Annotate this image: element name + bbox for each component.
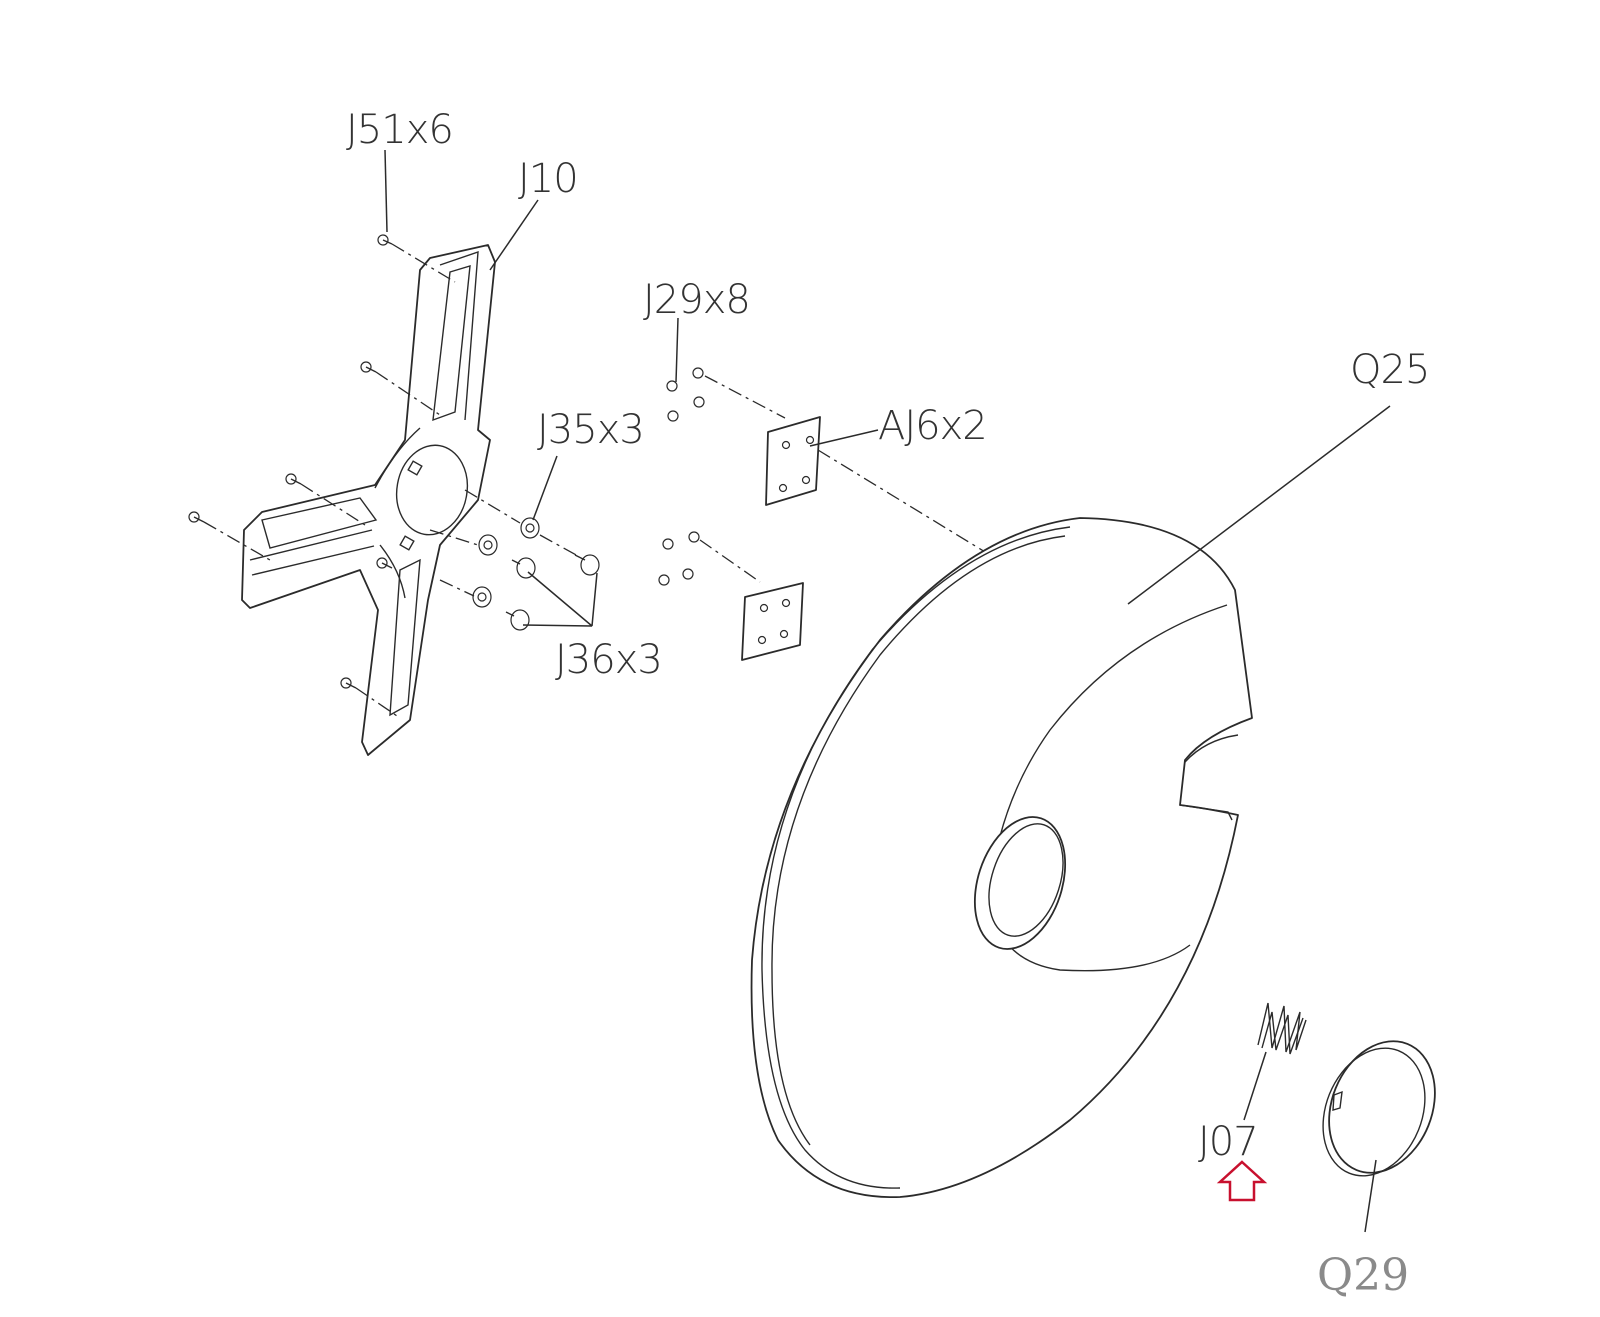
- leader-aj6: [809, 429, 879, 447]
- disc-q25: [750, 517, 1253, 1198]
- label-j36: J36x3: [555, 637, 662, 683]
- spring-j07: [1257, 1002, 1307, 1055]
- plates-aj6: [741, 416, 991, 661]
- bolt-icon: [505, 609, 530, 631]
- screw-icon: [188, 511, 205, 523]
- leader-j07: [1243, 1051, 1267, 1121]
- leader-q25: [1127, 405, 1391, 605]
- bolts-j36: [505, 534, 600, 631]
- bolt-icon: [574, 554, 600, 576]
- leader-j36: [522, 571, 598, 627]
- screws-j29: [658, 367, 786, 586]
- leader-q29: [1364, 1159, 1377, 1233]
- cross-bracket-j10: [241, 244, 496, 756]
- screw-icon: [360, 361, 377, 373]
- leader-j10: [489, 199, 539, 271]
- label-j35: J35x3: [537, 407, 644, 453]
- up-arrow-outline-icon: [1216, 1160, 1268, 1202]
- screws-j51: [188, 234, 456, 719]
- screw-icon: [376, 557, 393, 569]
- cap-q29: [1322, 1040, 1436, 1177]
- label-j07: J07: [1198, 1119, 1258, 1165]
- screw-icon: [377, 234, 393, 246]
- label-aj6: AJ6x2: [878, 403, 987, 449]
- screw-icon: [340, 677, 357, 689]
- washers-j35: [429, 489, 540, 608]
- label-j51: J51x6: [346, 107, 453, 153]
- leader-j35: [532, 455, 558, 521]
- label-q25: Q25: [1350, 347, 1429, 393]
- label-q29: Q29: [1317, 1250, 1409, 1301]
- screw-icon: [285, 473, 302, 485]
- label-j10: J10: [518, 156, 578, 202]
- bolt-icon: [511, 557, 536, 579]
- leader-j29: [675, 317, 679, 383]
- leader-j51: [384, 149, 388, 233]
- label-j29: J29x8: [643, 277, 750, 323]
